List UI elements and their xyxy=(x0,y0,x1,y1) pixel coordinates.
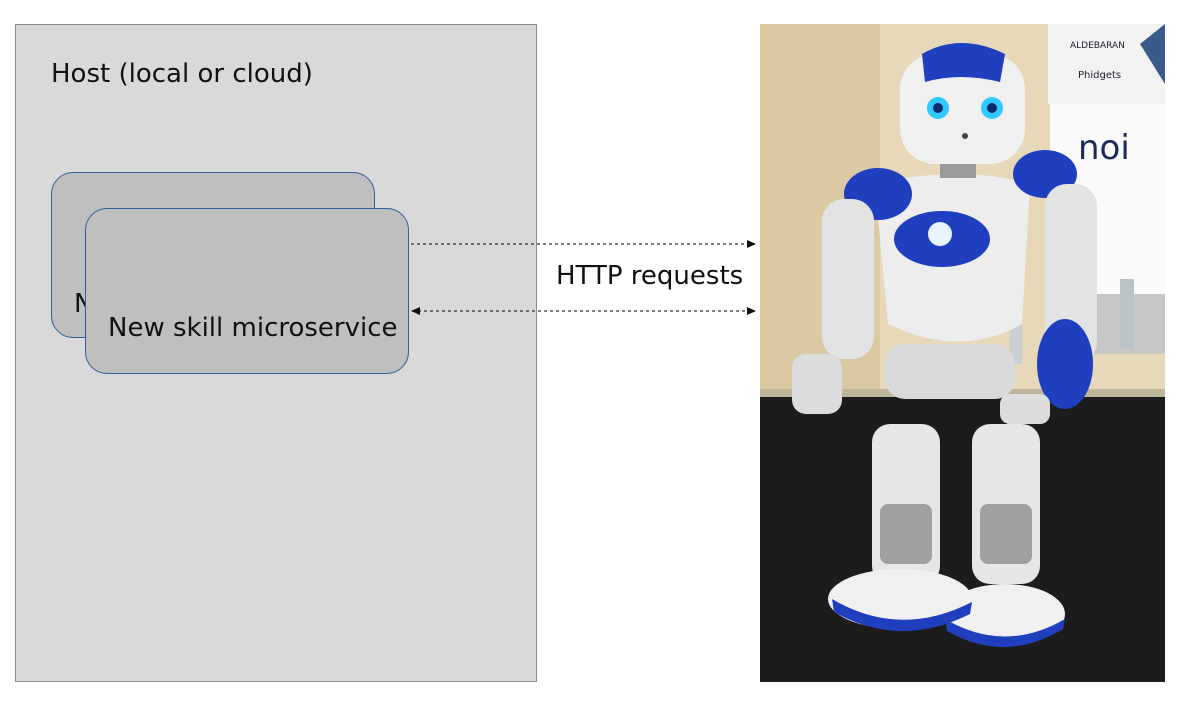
http-requests-label: HTTP requests xyxy=(556,261,744,291)
host-title: Host (local or cloud) xyxy=(51,59,313,89)
poster-brand-3: noi xyxy=(1078,128,1130,168)
humanoid-robot-photo: ALDEBARAN Phidgets noi xyxy=(760,24,1165,682)
poster-brand-2: Phidgets xyxy=(1078,70,1121,81)
skill-microservice-front-label: New skill microservice xyxy=(108,313,398,343)
skill-microservice-front: New skill microservice xyxy=(85,208,409,374)
poster-brand-1: ALDEBARAN xyxy=(1070,41,1125,51)
